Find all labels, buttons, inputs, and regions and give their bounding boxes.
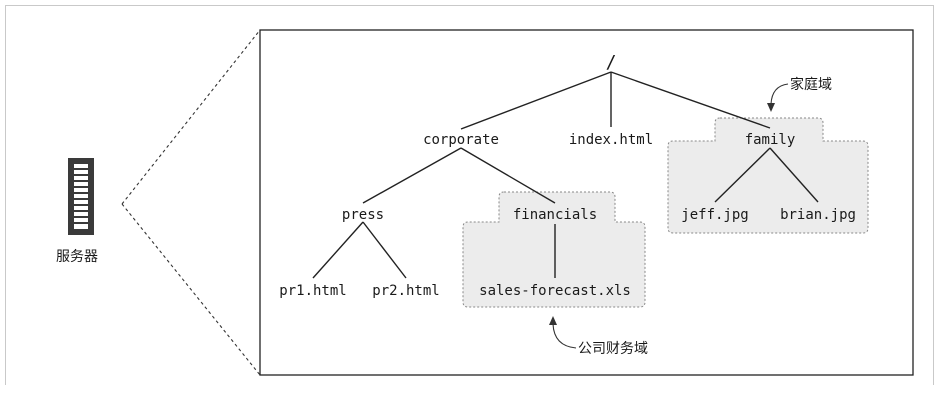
node-root: / bbox=[606, 52, 617, 73]
zoom-line-bottom bbox=[121, 203, 261, 376]
edge-family-jeff bbox=[714, 147, 771, 203]
node-corporate: corporate bbox=[423, 132, 499, 148]
family-domain-region bbox=[667, 117, 869, 234]
edge-press-pr2 bbox=[362, 221, 407, 279]
edge-corporate-financials bbox=[460, 147, 556, 204]
node-sales-forecast-xls: sales-forecast.xls bbox=[479, 283, 631, 299]
node-pr2-html: pr2.html bbox=[372, 283, 439, 299]
finance-domain-label: 公司财务域 bbox=[578, 341, 648, 357]
node-financials: financials bbox=[513, 207, 597, 223]
edge-root-corporate bbox=[460, 71, 612, 130]
server-label: 服务器 bbox=[56, 249, 98, 265]
node-pr1-html: pr1.html bbox=[279, 283, 346, 299]
node-jeff-jpg: jeff.jpg bbox=[681, 207, 748, 223]
family-domain-arrowhead bbox=[767, 103, 775, 112]
node-index-html: index.html bbox=[569, 132, 653, 148]
server-icon bbox=[68, 158, 94, 235]
edge-corporate-press bbox=[362, 147, 462, 204]
edge-press-pr1 bbox=[312, 221, 364, 279]
figure-frame bbox=[5, 5, 934, 385]
edge-root-family bbox=[610, 71, 771, 129]
zoom-line-top bbox=[121, 29, 261, 205]
node-press: press bbox=[342, 207, 384, 223]
finance-domain-arrowhead bbox=[549, 316, 557, 325]
edge-family-brian bbox=[769, 147, 819, 203]
family-domain-arrow bbox=[770, 83, 789, 105]
node-family: family bbox=[745, 132, 796, 148]
finance-domain-arrow bbox=[552, 323, 577, 349]
family-domain-label: 家庭域 bbox=[790, 76, 832, 93]
node-brian-jpg: brian.jpg bbox=[780, 207, 856, 223]
financials-domain-region bbox=[462, 191, 646, 308]
